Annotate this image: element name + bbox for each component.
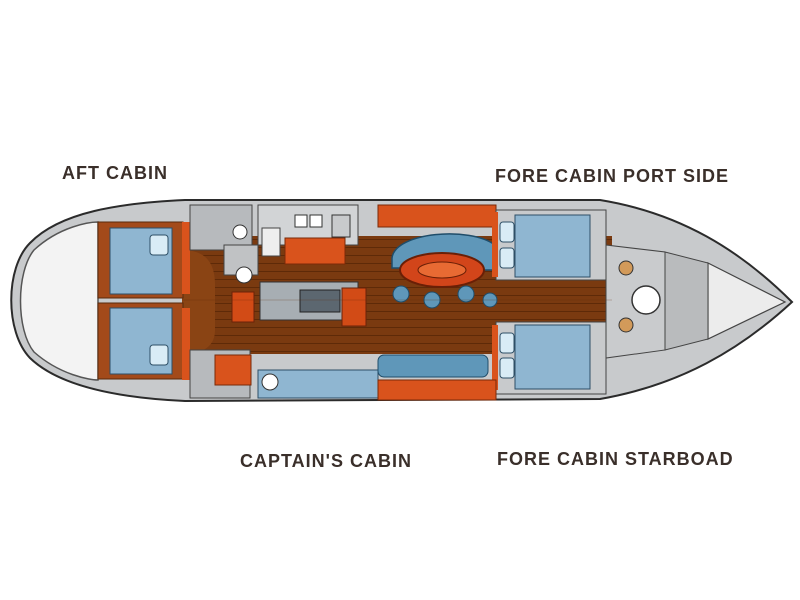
fore-pillow-port-2 xyxy=(499,247,515,269)
captain-cabinet xyxy=(214,354,252,386)
captains-cabin-label: CAPTAIN'S CABIN xyxy=(240,451,412,471)
forward-toilet xyxy=(631,285,661,315)
aft-floor-curve xyxy=(182,250,215,354)
basin-port xyxy=(235,266,253,284)
toilet-port xyxy=(232,224,248,240)
aft-bulkhead-orange-top xyxy=(182,222,190,294)
galley-sink-2 xyxy=(309,214,323,228)
fore-cabin-starboad-label: FORE CABIN STARBOAD xyxy=(497,449,734,469)
stern-area xyxy=(19,221,99,381)
forward-basin-2 xyxy=(618,317,634,333)
fore-pillow-starboard-2 xyxy=(499,357,515,379)
starboard-trim xyxy=(377,379,497,401)
fore-bulkhead-orange-top xyxy=(492,212,498,277)
aft-pillow-bottom xyxy=(149,344,169,366)
aft-cabin-label: AFT CABIN xyxy=(62,163,168,183)
fore-pillow-starboard-1 xyxy=(499,332,515,354)
stool-3 xyxy=(457,285,475,303)
basin-starboard xyxy=(261,373,279,391)
fore-berth-port xyxy=(514,214,591,278)
steps-right xyxy=(341,287,367,327)
fore-berth-starboard xyxy=(514,324,591,390)
aft-pillow-top xyxy=(149,234,169,256)
fore-pillow-port-1 xyxy=(499,221,515,243)
settee-starboard xyxy=(377,354,489,378)
galley-orange-cabinet xyxy=(284,237,346,265)
fore-bulkhead-orange-bottom xyxy=(492,325,498,390)
fore-cabin-port-side-label: FORE CABIN PORT SIDE xyxy=(495,166,730,186)
galley-sink-1 xyxy=(294,214,308,228)
saloon-table-center xyxy=(417,261,467,279)
engine-box xyxy=(299,289,341,313)
galley-fridge xyxy=(261,227,281,257)
stool-1 xyxy=(392,285,410,303)
galley-stove xyxy=(331,214,351,238)
bow-locker xyxy=(664,251,709,351)
aft-bulkhead-orange-bottom xyxy=(182,308,190,380)
steps-left xyxy=(231,291,255,323)
forward-basin-1 xyxy=(618,260,634,276)
saloon-port-trim xyxy=(377,204,497,228)
